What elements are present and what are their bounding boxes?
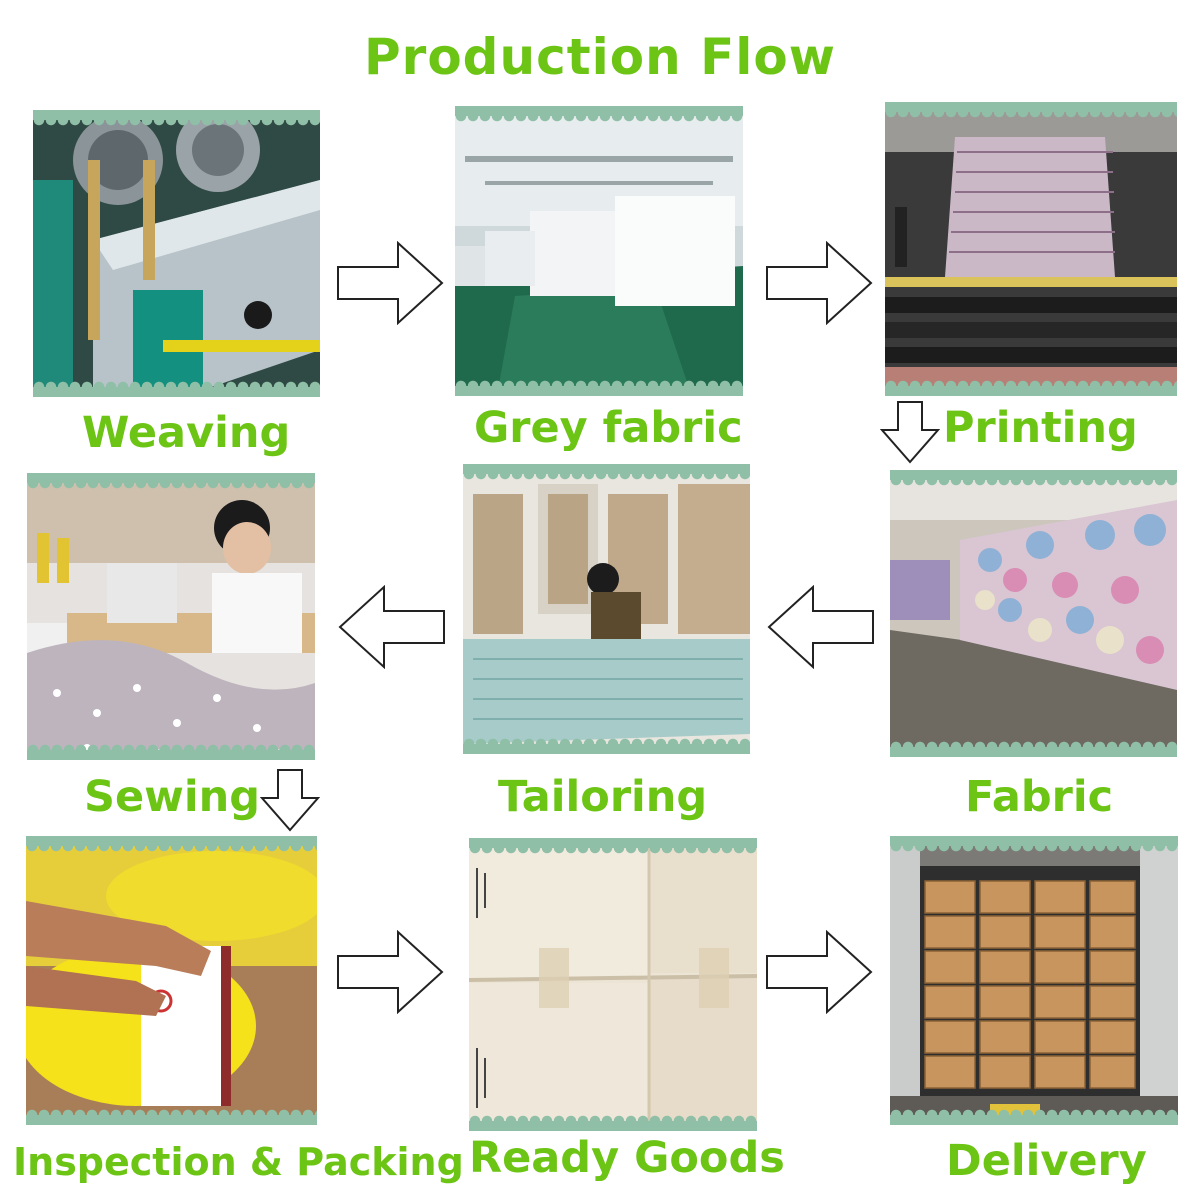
tailoring-photo — [463, 464, 750, 754]
step-label-ready-goods: Ready Goods — [469, 1133, 785, 1183]
flow-arrow-right-icon — [336, 930, 446, 1014]
step-label-grey-fabric: Grey fabric — [474, 403, 743, 453]
step-label-inspection-packing: Inspection & Packing — [13, 1140, 464, 1184]
ready-goods-photo — [469, 838, 757, 1131]
delivery-photo — [890, 836, 1178, 1125]
inspection-packing-photo — [26, 836, 317, 1125]
step-label-delivery: Delivery — [946, 1136, 1147, 1186]
flow-arrow-down-icon — [260, 768, 320, 832]
weaving-photo — [33, 110, 320, 397]
flow-arrow-left-icon — [765, 585, 875, 669]
step-label-fabric: Fabric — [965, 772, 1114, 822]
flow-arrow-left-icon — [336, 585, 446, 669]
diagram-title: Production Flow — [364, 28, 836, 86]
flow-arrow-right-icon — [765, 930, 875, 1014]
flow-arrow-right-icon — [765, 241, 875, 325]
step-label-tailoring: Tailoring — [498, 772, 708, 822]
printing-photo — [885, 102, 1177, 396]
flow-arrow-down-icon — [880, 400, 940, 464]
step-label-printing: Printing — [943, 403, 1138, 453]
step-label-weaving: Weaving — [82, 408, 291, 458]
grey-fabric-photo — [455, 106, 743, 396]
flow-arrow-right-icon — [336, 241, 446, 325]
sewing-photo — [27, 473, 315, 760]
fabric-photo — [890, 470, 1177, 757]
step-label-sewing: Sewing — [84, 772, 260, 822]
